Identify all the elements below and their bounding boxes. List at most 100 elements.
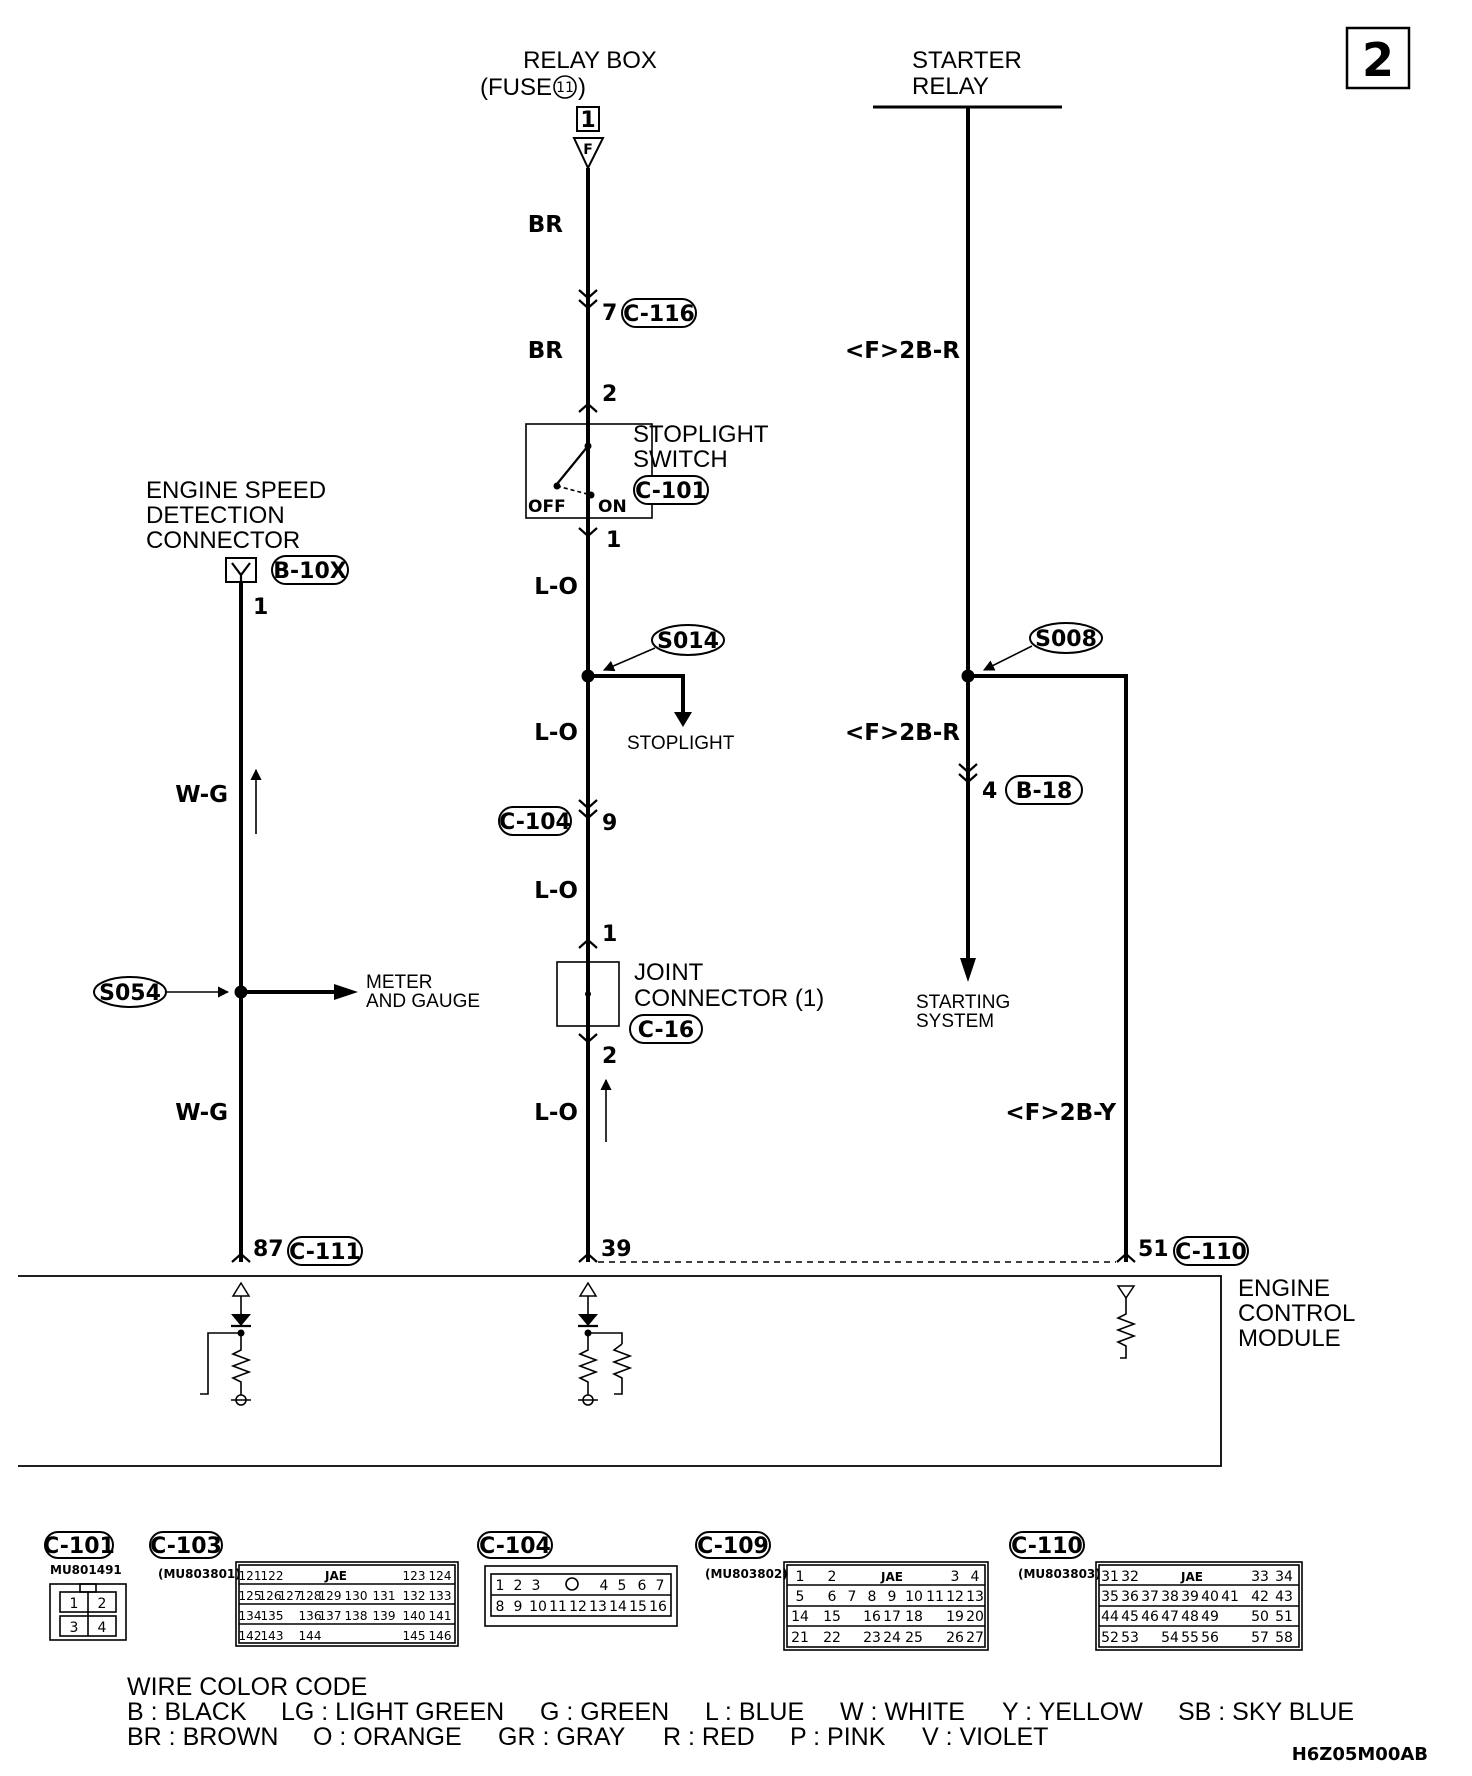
document-code: H6Z05M00AB — [1292, 1744, 1428, 1765]
cv-c103-pin: 134 — [239, 1609, 262, 1623]
meter-gauge-dest: METER — [366, 972, 433, 993]
fuse-number: 11 — [556, 80, 574, 96]
engine-control-module: ENGINE CONTROL MODULE — [18, 1275, 1355, 1467]
cv-c104-pin: 14 — [609, 1599, 627, 1615]
stoplight-switch-pin-bottom: 1 — [606, 528, 621, 553]
color-code-entry: B : BLACK — [127, 1698, 247, 1726]
cv-c104-row2: 8 9 10 11 12 13 14 15 16 — [496, 1599, 667, 1615]
cv-c104-pin: 10 — [529, 1599, 547, 1615]
cv-c101-pin: 1 — [70, 1596, 79, 1612]
joint-connector-title: JOINT — [634, 959, 704, 986]
starter-relay-title: STARTER — [912, 47, 1022, 74]
c110-pin: 51 — [1138, 1237, 1169, 1262]
cv-c110-pin: 40 — [1201, 1589, 1219, 1605]
cv-c104-pin: 3 — [532, 1578, 541, 1594]
cv-c109-pin: 2 — [828, 1569, 837, 1585]
starting-system-dest-2: SYSTEM — [916, 1011, 994, 1032]
cv-c104-pin: 1 — [496, 1578, 505, 1594]
cv-c110-pin: 49 — [1201, 1609, 1219, 1625]
cv-c109-pin: 5 — [796, 1589, 805, 1605]
connector-view-c101: C-101 MU801491 1 2 3 4 — [43, 1531, 127, 1641]
c104-pin: 9 — [602, 811, 617, 836]
ecm-input-circuit-87 — [200, 1281, 252, 1406]
cv-c103-pin: 137 — [319, 1609, 342, 1623]
cv-c103-pin: 146 — [429, 1629, 452, 1643]
b10x-connector: B-10X — [273, 559, 347, 584]
splice-s008: S008 — [961, 622, 1128, 1262]
cv-c109-label: JAE — [880, 1570, 903, 1584]
wire-br-1: BR — [528, 212, 564, 238]
cv-c103-pin: 145 — [403, 1629, 426, 1643]
cv-c109-pin: 3 — [951, 1569, 960, 1585]
cv-c103-pin: 142 — [239, 1629, 262, 1643]
cv-c103-pin: 133 — [429, 1589, 452, 1603]
cv-c109-pin: 27 — [966, 1630, 984, 1646]
color-code-entry: SB : SKY BLUE — [1178, 1698, 1354, 1726]
relay-box-label: RELAY BOX (FUSE 11 ) 1 F — [480, 47, 657, 171]
b10x-pin: 1 — [253, 595, 268, 620]
cv-c104-pin: 9 — [514, 1599, 523, 1615]
cv-c101-pin: 2 — [98, 1596, 107, 1612]
splice-s014: S014 STOPLIGHT — [581, 624, 735, 754]
stoplight-switch-pin-top: 2 — [602, 382, 617, 407]
cv-c103-pin: 126 — [259, 1589, 282, 1603]
switch-on-label: ON — [598, 497, 627, 517]
cv-c104-pin: 16 — [649, 1599, 667, 1615]
stoplight-switch-title: STOPLIGHT — [633, 421, 769, 448]
stoplight-switch-title-2: SWITCH — [633, 446, 728, 473]
connector-view-c110: C-110 (MU803803) 31 32 JAE 33 34 35 36 3… — [1009, 1531, 1303, 1651]
cv-c104-row1: 1 2 3 4 5 6 7 — [496, 1578, 665, 1594]
cv-c109-name: C-109 — [697, 1534, 769, 1559]
connector-views: C-101 MU801491 1 2 3 4 C-103 (MU803801) … — [43, 1531, 1303, 1651]
cv-c109-pin: 22 — [823, 1630, 841, 1646]
ecm-input-circuit-39 — [577, 1281, 633, 1406]
starter-relay-title-2: RELAY — [912, 73, 989, 100]
cv-c109-pin: 21 — [791, 1630, 809, 1646]
cv-c103-pin: 136 — [299, 1609, 322, 1623]
cv-c103-pin: 121 — [239, 1569, 262, 1583]
cv-c103-pin: 135 — [261, 1609, 284, 1623]
cv-c110-row3: 44 45 46 47 48 49 50 51 — [1101, 1609, 1293, 1625]
joint-connector: 1 JOINT CONNECTOR (1) C-16 2 — [556, 922, 824, 1069]
cv-c103-pin: 131 — [373, 1589, 396, 1603]
c116-connector: C-116 — [623, 302, 695, 327]
center-circuit: BR 7 C-116 BR 2 OFF ON STOPLIGHT SWITCH … — [498, 168, 824, 1263]
ecm-pin-39: 39 — [601, 1237, 632, 1262]
wire-f2br-1: <F>2B-R — [845, 338, 960, 364]
cv-c110-pin: 37 — [1141, 1589, 1159, 1605]
cv-c103-pin: 124 — [429, 1569, 452, 1583]
wire-f2by: <F>2B-Y — [1005, 1100, 1116, 1126]
cv-c110-pin: 42 — [1251, 1589, 1269, 1605]
cv-c110-row2: 35 36 37 38 39 40 41 42 43 — [1101, 1589, 1293, 1605]
cv-c109-pin: 25 — [905, 1630, 923, 1646]
cv-c109-pin: 17 — [883, 1609, 901, 1625]
wire-wg-1: W-G — [175, 782, 228, 808]
cv-c103-pin: 129 — [319, 1589, 342, 1603]
b18-pin: 4 — [982, 779, 997, 804]
cv-c110-pin: 39 — [1181, 1589, 1199, 1605]
cv-c110-part: (MU803803) — [1018, 1567, 1101, 1581]
splice-s014-id: S014 — [657, 629, 719, 654]
wire-lo-4: L-O — [534, 1100, 578, 1126]
cv-c110-pin: 34 — [1275, 1569, 1293, 1585]
cv-c104-pin: 6 — [638, 1578, 647, 1594]
cv-c109-part: (MU803802) — [705, 1567, 788, 1581]
engine-speed-title: ENGINE SPEED — [146, 477, 326, 504]
joint-connector-pin-bottom: 2 — [602, 1044, 617, 1069]
cv-c103-pin: 140 — [403, 1609, 426, 1623]
cv-c110-pin: 35 — [1101, 1589, 1119, 1605]
cv-c110-pin: 47 — [1161, 1609, 1179, 1625]
relay-box-title: RELAY BOX — [523, 47, 657, 74]
cv-c104-pin: 7 — [656, 1578, 665, 1594]
color-code-entry: V : VIOLET — [922, 1723, 1048, 1751]
cv-c103-pin: 139 — [373, 1609, 396, 1623]
cv-c110-name: C-110 — [1011, 1534, 1083, 1559]
cv-c103-pin: 123 — [403, 1569, 426, 1583]
cv-c109-pin: 1 — [796, 1569, 805, 1585]
cv-c103-row2: 125 126 127 128 129 130 131 132 133 — [239, 1589, 452, 1603]
cv-c109-pin: 26 — [946, 1630, 964, 1646]
cv-c110-row4: 52 53 54 55 56 57 58 — [1101, 1630, 1293, 1646]
cv-c109-pin: 10 — [905, 1589, 923, 1605]
starter-circuit: <F>2B-R S008 <F>2B-R 4 B-18 STARTING SYS… — [598, 107, 1249, 1266]
cv-c110-pin: 41 — [1221, 1589, 1239, 1605]
